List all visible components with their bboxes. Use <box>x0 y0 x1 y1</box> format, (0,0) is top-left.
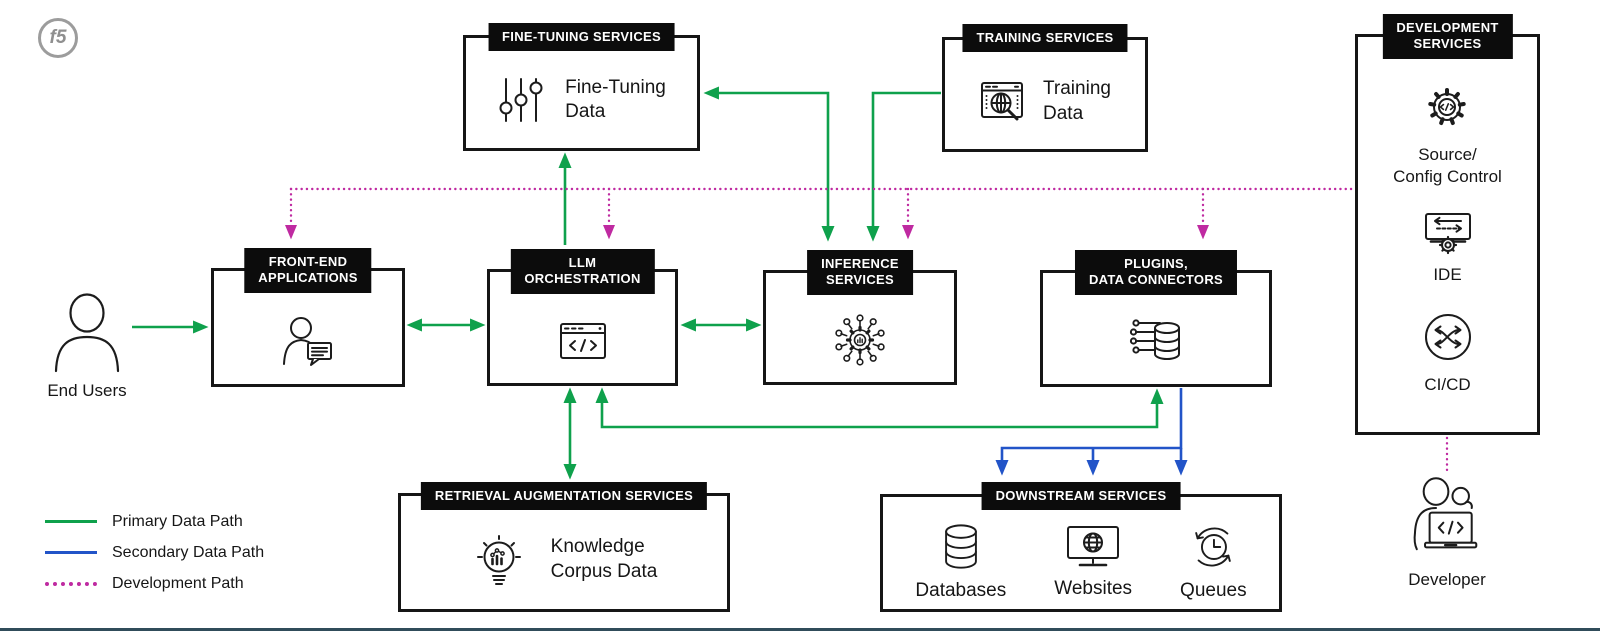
ide-icon <box>1424 213 1471 255</box>
retrieval-augmentation-services-header: RETRIEVAL AUGMENTATION SERVICES <box>420 482 708 511</box>
ide-item: IDE <box>1421 211 1475 286</box>
f5-logo-text: f5 <box>49 27 67 48</box>
training-services-header-label: TRAINING SERVICES <box>976 30 1114 45</box>
end-users-label: End Users <box>47 381 127 400</box>
code-window-icon <box>559 322 606 359</box>
gear-network-icon <box>835 313 885 366</box>
training-data-label: Training Data <box>1043 78 1111 124</box>
legend-item-secondary: Secondary Data Path <box>45 537 264 568</box>
fine-tuning-services-header: FINE-TUNING SERVICES <box>488 23 675 52</box>
downstream-item-queues: Queues <box>1180 522 1247 602</box>
downstream-item-databases: Databases <box>915 522 1006 602</box>
queue-icon <box>1195 527 1232 567</box>
primary-path-swatch <box>45 520 97 523</box>
retrieval-augmentation-services-box: RETRIEVAL AUGMENTATION SERVICES <box>398 482 730 612</box>
llm-orchestration-header: LLM ORCHESTRATION <box>510 249 655 294</box>
development-services-box: DEVELOPMENT SERVICES <box>1355 14 1540 435</box>
data-search-icon <box>981 81 1024 120</box>
sliders-icon <box>499 78 543 122</box>
user-chat-icon <box>283 316 332 366</box>
source-config-control-label: Source/ Config Control <box>1393 145 1502 187</box>
gear-code-icon <box>1428 88 1467 125</box>
fine-tuning-services-header-label: FINE-TUNING SERVICES <box>502 29 661 44</box>
plugins-data-connectors-box: PLUGINS, DATA CONNECTORS <box>1040 250 1272 387</box>
downstream-item-websites: Websites <box>1054 524 1132 600</box>
ide-label: IDE <box>1433 265 1462 285</box>
website-icon <box>1067 526 1120 567</box>
footer-rule <box>0 628 1600 631</box>
front-end-applications-box: FRONT-END APPLICATIONS <box>211 248 405 387</box>
database-icon <box>944 524 977 569</box>
training-services-box: TRAINING SERVICES <box>942 24 1148 152</box>
downstream-services-box: DOWNSTREAM SERVICES Databases <box>880 482 1282 612</box>
legend-item-primary: Primary Data Path <box>45 506 264 537</box>
cicd-icon <box>1424 314 1471 361</box>
path-llm-plugins <box>595 387 1164 429</box>
path-plugins-to-downstream-1 <box>995 388 1183 476</box>
training-services-header: TRAINING SERVICES <box>962 24 1128 53</box>
f5-logo: f5 <box>38 18 78 58</box>
path-training-to-inference <box>866 91 941 242</box>
knowledge-corpus-data-label: Knowledge Corpus Data <box>550 536 658 582</box>
llm-orchestration-box: LLM ORCHESTRATION <box>487 249 678 386</box>
legend-item-development: Development Path <box>45 568 264 599</box>
cicd-label: CI/CD <box>1424 375 1471 395</box>
source-config-control-item: Source/ Config Control <box>1393 79 1502 188</box>
fine-tuning-services-box: FINE-TUNING SERVICES Fine-Tuning Data <box>463 23 700 151</box>
inference-services-box: INFERENCE SERVICES <box>763 250 957 385</box>
database-connectors-icon <box>1129 318 1180 360</box>
development-services-header: DEVELOPMENT SERVICES <box>1382 14 1513 59</box>
secondary-path-swatch <box>45 551 97 554</box>
fine-tuning-data-label: Fine-Tuning Data <box>565 76 666 122</box>
person-icon <box>54 293 120 373</box>
development-path-swatch <box>45 581 97 586</box>
developer-actor: Developer <box>1387 476 1507 590</box>
front-end-applications-header: FRONT-END APPLICATIONS <box>244 248 372 293</box>
path-finetuning-inference <box>703 86 835 242</box>
end-users-actor: End Users <box>37 291 137 401</box>
developer-icon <box>1413 477 1478 551</box>
plugins-data-connectors-header: PLUGINS, DATA CONNECTORS <box>1074 250 1238 295</box>
bulb-data-icon <box>476 534 521 585</box>
downstream-services-header: DOWNSTREAM SERVICES <box>981 482 1181 511</box>
legend: Primary Data Path Secondary Data Path De… <box>45 506 264 599</box>
developer-label: Developer <box>1408 570 1486 589</box>
inference-services-header: INFERENCE SERVICES <box>807 250 913 295</box>
cicd-item: CI/CD <box>1420 309 1476 396</box>
